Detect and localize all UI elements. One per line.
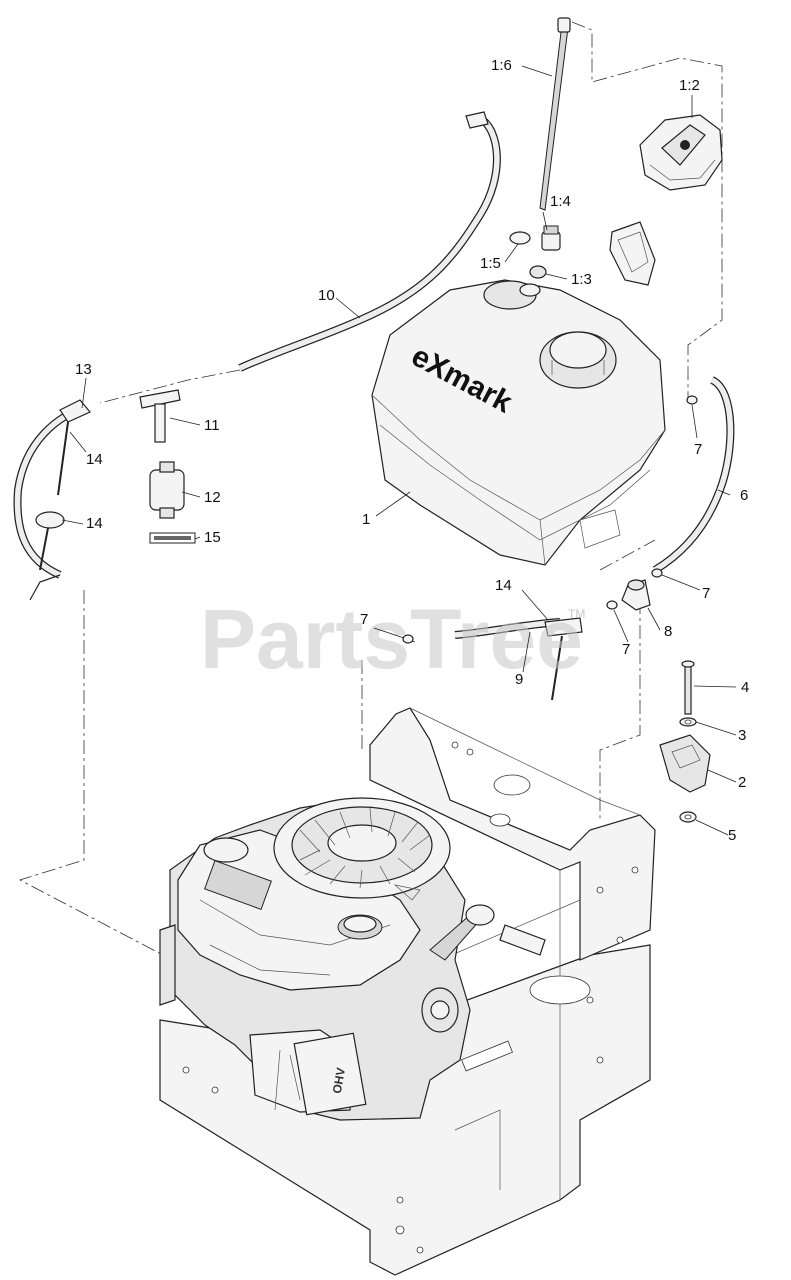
fuel-hoses	[13, 111, 735, 639]
callout-15: 15	[204, 529, 221, 546]
callout-7-a: 7	[694, 441, 702, 458]
leader-lines	[61, 65, 737, 836]
callout-5: 5	[728, 827, 736, 844]
callout-14-c: 14	[495, 577, 512, 594]
callout-14-a: 14	[86, 451, 103, 468]
callout-10: 10	[318, 287, 335, 304]
callout-1-5: 1:5	[480, 255, 501, 272]
tank-mount	[659, 660, 711, 823]
callout-2: 2	[738, 774, 746, 791]
watermark: PartsTree TM	[200, 592, 585, 686]
engine: OHV	[159, 797, 546, 1121]
callout-1-2: 1:2	[679, 77, 700, 94]
callout-11: 11	[204, 417, 220, 434]
fuel-cap	[609, 114, 723, 286]
partstree-watermark: PartsTree	[200, 592, 583, 686]
callout-1-4: 1:4	[550, 193, 571, 210]
engine-ohv-label: OHV	[330, 1067, 348, 1095]
fuel-tank: eXmark	[371, 279, 666, 566]
callout-13: 13	[75, 361, 92, 378]
callout-7-b: 7	[702, 585, 710, 602]
callout-8: 8	[664, 623, 672, 640]
tank-fittings	[509, 225, 561, 279]
callout-1: 1	[362, 511, 370, 528]
fuel-filter-assembly	[139, 389, 196, 544]
clamps	[35, 395, 698, 701]
pickup-tube	[539, 17, 571, 211]
callout-6: 6	[740, 487, 748, 504]
callout-1-3: 1:3	[571, 271, 592, 288]
callout-7-d: 7	[360, 611, 368, 628]
watermark-trademark: TM	[568, 607, 585, 621]
callout-1-6: 1:6	[491, 57, 512, 74]
callout-4: 4	[741, 679, 749, 696]
alignment-lines	[18, 21, 723, 986]
elbow-fitting	[621, 579, 651, 611]
callout-3: 3	[738, 727, 746, 744]
callout-14-b: 14	[86, 515, 103, 532]
callout-7-c: 7	[622, 641, 630, 658]
callout-12: 12	[204, 489, 221, 506]
callouts: 1:6 1:2 1:4 1:5 1:3 10 13 11 14 12 14 15…	[75, 57, 749, 844]
callout-9: 9	[515, 671, 523, 688]
